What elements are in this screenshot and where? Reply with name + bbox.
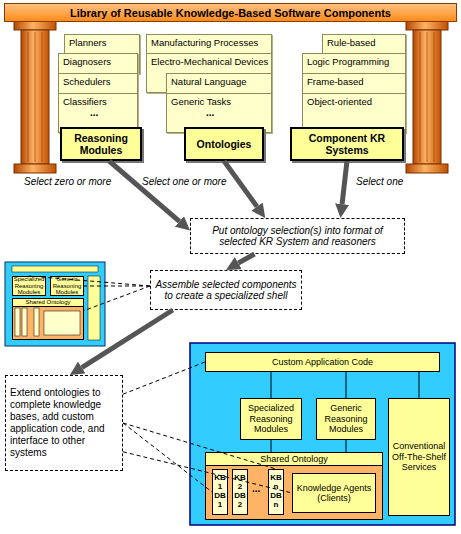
box-text: Generic Reasoning Modules [51, 276, 83, 296]
box-text: Knowledge Agents (Clients) [294, 483, 374, 504]
box-text: Classifiers [63, 96, 133, 107]
box-text: Custom Application Code [207, 357, 438, 367]
code-box: Custom Application Code [205, 352, 440, 372]
category-card: Component KR Systems [290, 127, 404, 161]
box-text: Specialized Reasoning Modules [242, 403, 300, 434]
box-text: Electro-Mechanical Devices [151, 56, 267, 67]
box-text: Object-oriented [307, 96, 401, 107]
box-text: Extend ontologies to complete knowledge … [10, 387, 118, 459]
pillar-flute [420, 32, 421, 162]
box-text: Put ontology selection(s) into format of… [195, 225, 400, 248]
pillar-shaft [413, 30, 441, 164]
ellipsis: ... [206, 107, 214, 118]
mini-kb-box [34, 308, 39, 336]
mini-shell-panel [5, 262, 105, 346]
dashed-callout-line [29, 276, 150, 286]
mini-module-box: Generic Reasoning Modules [50, 276, 84, 296]
box-text: Rule-based [327, 37, 401, 48]
flow-arrow [238, 254, 254, 263]
box-text: Library of Reusable Knowledge-Based Soft… [5, 7, 456, 19]
flow-arrow [342, 161, 347, 204]
dashed-callout-line [84, 286, 150, 311]
connector-line [271, 440, 272, 452]
dashed-callout-line [123, 423, 276, 469]
box-text: DB 1 [213, 492, 227, 510]
box-text: Specialized Reasoning Modules [13, 276, 45, 296]
mini-bar [12, 266, 98, 272]
right-pillar [406, 20, 448, 173]
pillar-flute [434, 32, 435, 162]
box-text: Reasoning Modules [62, 132, 140, 156]
box-text: KB 2 [233, 474, 247, 492]
category-card: Reasoning Modules [60, 127, 142, 161]
ellipsis: ... [90, 107, 98, 118]
box-text: DB 2 [233, 492, 247, 510]
agent-box: Knowledge Agents (Clients) [292, 473, 376, 513]
pillar-flute [35, 32, 36, 162]
connector-line [271, 372, 272, 398]
box-text: Conventional Off-The-Shelf Services [390, 441, 448, 472]
kb-box: KB 1DB 1 [212, 469, 228, 515]
ellipsis: ... [252, 483, 260, 494]
pillar-base [406, 164, 448, 173]
flow-arrow [82, 310, 173, 368]
ontology-box: Shared OntologyKB 1DB 1KB 2DB 2KB nDB nK… [205, 452, 383, 520]
mini-module-box: Specialized Reasoning Modules [12, 276, 46, 296]
selection-note: Select zero or more [24, 176, 111, 187]
mini-kb-box [22, 308, 27, 336]
box-text: Assemble selected components to create a… [155, 279, 297, 302]
application-panel [190, 343, 455, 525]
box-text: KB 1 [213, 474, 227, 492]
dashed-callout-line [123, 452, 292, 493]
box-text: Frame-based [307, 76, 401, 87]
pillar-shaft [21, 30, 49, 164]
flow-arrow [109, 161, 179, 221]
dashed-callout-line [123, 423, 212, 492]
selection-note: Select one [356, 176, 403, 187]
box-text: Shared Ontology [13, 299, 83, 307]
mini-ontology-box: Shared Ontology [12, 298, 84, 340]
box-text: KB n [269, 474, 283, 492]
pillar-flute [427, 32, 428, 162]
category-card: Ontologies [184, 127, 264, 161]
box-text: Ontologies [186, 138, 262, 150]
module-box: Generic Reasoning Modules [316, 398, 376, 440]
left-pillar [14, 20, 56, 173]
box-text: Manufacturing Processes [151, 37, 267, 48]
box-text: Component KR Systems [292, 132, 402, 156]
module-box: Specialized Reasoning Modules [240, 398, 302, 440]
flow-arrow [224, 161, 257, 207]
pillar-flute [28, 32, 29, 162]
mini-agent-box [44, 311, 80, 335]
box-text: Shared Ontology [206, 453, 382, 466]
selection-note: Select one or more [142, 176, 227, 187]
box-text: Generic Reasoning Modules [318, 403, 374, 434]
box-text: Generic Tasks [171, 96, 267, 107]
services-box: Conventional Off-The-Shelf Services [388, 398, 450, 516]
box-text: Schedulers [63, 76, 133, 87]
title-banner: Library of Reusable Knowledge-Based Soft… [4, 3, 457, 22]
connector-line [419, 372, 420, 398]
mini-services-box [88, 276, 100, 340]
box-text: Logic Programming [307, 56, 401, 67]
box-text: DB n [269, 492, 283, 510]
kb-box: KB nDB n [268, 469, 284, 515]
box-text: Diagnosers [63, 56, 133, 67]
connector-line [346, 440, 347, 452]
mini-kb-box [15, 308, 20, 336]
kb-box: KB 2DB 2 [232, 469, 248, 515]
box-text: Planners [69, 37, 135, 48]
box-text: Natural Language [171, 76, 267, 87]
process-step: Extend ontologies to complete knowledge … [5, 375, 123, 471]
dashed-callout-line [123, 362, 205, 394]
process-step: Put ontology selection(s) into format of… [190, 218, 405, 254]
pillar-base [14, 164, 56, 173]
pillar-flute [42, 32, 43, 162]
connector-line [346, 372, 347, 398]
dashed-callout-line [84, 286, 150, 287]
process-step: Assemble selected components to create a… [150, 270, 302, 310]
